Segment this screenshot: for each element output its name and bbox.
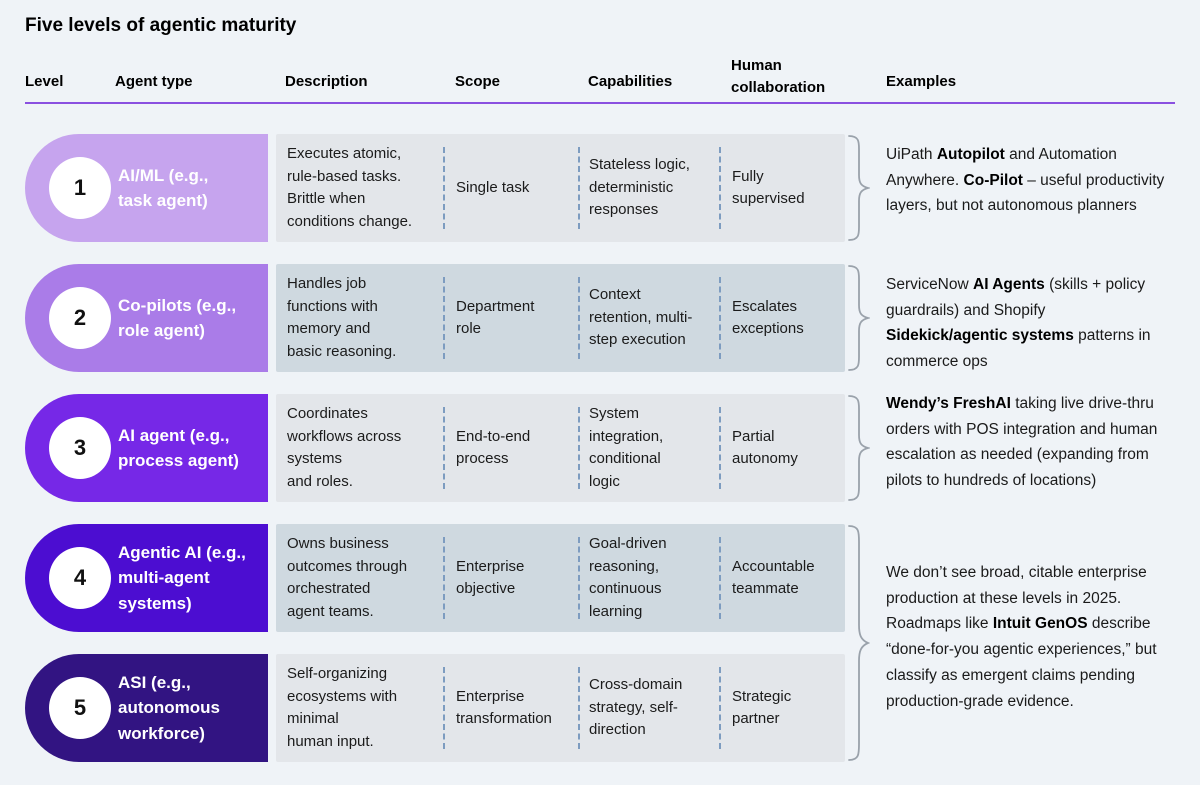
maturity-row: 1 AI/ML (e.g., task agent) Executes atom… xyxy=(25,134,870,242)
human-collaboration-cell: Accountable teammate xyxy=(732,557,815,598)
human-collaboration-cell: Fully supervised xyxy=(732,167,805,208)
description-cell: Executes atomic, rule-based tasks. Britt… xyxy=(287,145,413,230)
scope-cell: Enterprise objective xyxy=(456,557,525,598)
row-brace xyxy=(848,265,870,371)
dashed-divider xyxy=(578,667,580,749)
human-collaboration-cell: Escalates exceptions xyxy=(732,297,804,338)
level-pill: 2 Co-pilots (e.g., role agent) xyxy=(25,264,268,372)
level-pill: 4 Agentic AI (e.g., multi-agent systems) xyxy=(25,524,268,632)
column-header-agent-type: Agent type xyxy=(115,73,193,90)
dashed-divider xyxy=(578,407,580,489)
description-cell: Handles job functions with memory and ba… xyxy=(287,275,397,360)
example-text-levels-4-5: We don’t see broad, citable enterprise p… xyxy=(886,564,1157,710)
description-cell: Self-organizing ecosystems with minimal … xyxy=(287,665,398,750)
column-header-description: Description xyxy=(285,73,368,90)
level-number-badge: 2 xyxy=(49,287,111,349)
dashed-divider xyxy=(719,407,721,489)
row-panel: Handles job functions with memory and ba… xyxy=(276,264,845,372)
column-header-capabilities: Capabilities xyxy=(588,73,673,90)
dashed-divider xyxy=(443,147,445,229)
level-number: 2 xyxy=(73,305,87,330)
level-number-badge: 5 xyxy=(49,677,111,739)
agent-type-label: Agentic AI (e.g., multi-agent systems) xyxy=(118,542,246,613)
dashed-divider xyxy=(443,537,445,619)
maturity-row: 5 ASI (e.g., autonomous workforce) Self-… xyxy=(25,654,870,762)
capabilities-cell: Cross-domain strategy, self- direction xyxy=(589,676,683,739)
row-brace xyxy=(848,135,870,241)
dashed-divider xyxy=(578,277,580,359)
agent-type-label: AI/ML (e.g., task agent) xyxy=(118,165,209,211)
level-number: 1 xyxy=(73,175,87,200)
column-header-examples: Examples xyxy=(886,73,957,90)
level-pill: 5 ASI (e.g., autonomous workforce) xyxy=(25,654,268,762)
level-number: 5 xyxy=(73,695,87,720)
agent-type-label: Co-pilots (e.g., role agent) xyxy=(118,295,237,341)
dashed-divider xyxy=(719,667,721,749)
agent-type-label: ASI (e.g., autonomous workforce) xyxy=(118,672,220,743)
dashed-divider xyxy=(719,147,721,229)
level-number-badge: 3 xyxy=(49,417,111,479)
dashed-divider xyxy=(578,147,580,229)
row-panel: Owns business outcomes through orchestra… xyxy=(276,524,845,632)
header-rule xyxy=(25,102,1175,104)
human-collaboration-cell: Partial autonomy xyxy=(732,427,798,468)
dashed-divider xyxy=(719,277,721,359)
capabilities-cell: Context retention, multi- step execution xyxy=(589,286,693,349)
description-cell: Coordinates workflows across systems and… xyxy=(287,405,402,490)
level-pill: 1 AI/ML (e.g., task agent) xyxy=(25,134,268,242)
column-header-human-collaboration: Human collaboration xyxy=(731,57,826,96)
example-text-levels-2: ServiceNow AI Agents (skills + policy gu… xyxy=(886,276,1151,371)
scope-cell: Enterprise transformation xyxy=(456,687,552,728)
capabilities-cell: Stateless logic, deterministic responses xyxy=(589,156,690,219)
level-number: 3 xyxy=(73,435,87,460)
dashed-divider xyxy=(443,407,445,489)
dashed-divider xyxy=(578,537,580,619)
scope-cell: Single task xyxy=(456,178,530,196)
page-title: Five levels of agentic maturity xyxy=(25,15,297,36)
column-header-level: Level xyxy=(25,73,64,90)
scope-cell: End-to-end process xyxy=(456,427,531,468)
maturity-row: 4 Agentic AI (e.g., multi-agent systems)… xyxy=(25,524,870,632)
row-panel: Executes atomic, rule-based tasks. Britt… xyxy=(276,134,845,242)
example-text-levels-1: UiPath Autopilot and Automation Anywhere… xyxy=(886,146,1165,215)
maturity-row: 2 Co-pilots (e.g., role agent) Handles j… xyxy=(25,264,870,372)
example-text-levels-3: Wendy’s FreshAI taking live drive-thru o… xyxy=(886,395,1158,490)
dashed-divider xyxy=(443,667,445,749)
dashed-divider xyxy=(443,277,445,359)
column-header-scope: Scope xyxy=(455,73,501,90)
level-number: 4 xyxy=(73,565,87,590)
level-number-badge: 1 xyxy=(49,157,111,219)
row-panel: Coordinates workflows across systems and… xyxy=(276,394,845,502)
level-pill: 3 AI agent (e.g., process agent) xyxy=(25,394,268,502)
capabilities-cell: System integration, conditional logic xyxy=(589,405,664,490)
brace-rows-4-5 xyxy=(848,525,870,761)
agent-type-label: AI agent (e.g., process agent) xyxy=(118,425,239,471)
row-panel: Self-organizing ecosystems with minimal … xyxy=(276,654,845,762)
maturity-row: 3 AI agent (e.g., process agent) Coordin… xyxy=(25,394,870,502)
scope-cell: Department role xyxy=(456,297,535,338)
level-number-badge: 4 xyxy=(49,547,111,609)
capabilities-cell: Goal-driven reasoning, continuous learni… xyxy=(589,535,667,620)
row-brace xyxy=(848,395,870,501)
description-cell: Owns business outcomes through orchestra… xyxy=(287,535,408,620)
human-collaboration-cell: Strategic partner xyxy=(732,687,792,728)
dashed-divider xyxy=(719,537,721,619)
